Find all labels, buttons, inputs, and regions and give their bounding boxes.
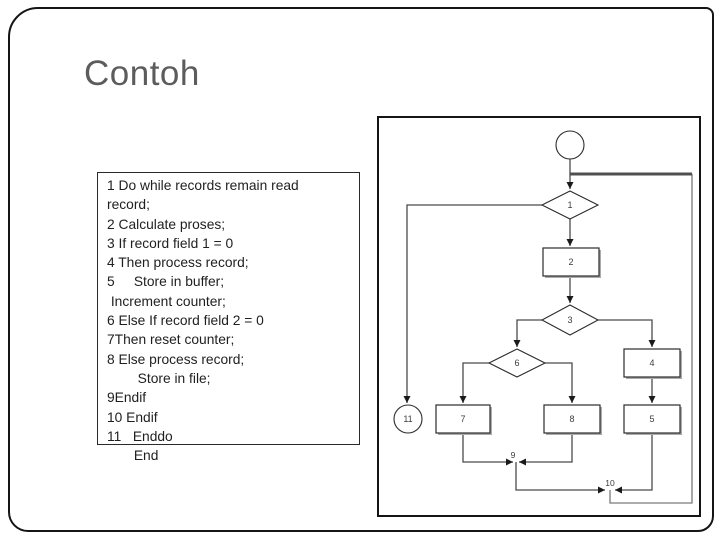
process-box (543, 404, 601, 434)
process-box (542, 247, 600, 277)
decision-diamond (540, 304, 600, 336)
flow-node-decision-3: 3 (540, 304, 600, 336)
flowchart-svg: 1 2 3 6 4 7 8 5 11 9 10 (393, 130, 693, 504)
arrowhead-icon (566, 296, 574, 303)
page-title: Contoh (84, 54, 200, 93)
process-box (623, 348, 681, 378)
node-label: 6 (514, 358, 519, 368)
pseudocode-line: Store in file; (107, 370, 211, 386)
flow-node-start (555, 130, 585, 160)
arrowhead-icon (519, 458, 526, 466)
arrowhead-icon (403, 396, 411, 403)
pseudocode-line: record; (107, 197, 150, 213)
pseudocode-box: 1 Do while records remain read record; 2 C… (97, 172, 360, 463)
terminal-circle (555, 130, 585, 160)
flow-edge-7-to-9 (462, 433, 513, 463)
node-label: 4 (649, 358, 654, 368)
arrowhead-icon (506, 458, 513, 466)
process-box (435, 404, 491, 434)
flow-node-process-8: 8 (543, 404, 602, 435)
node-label: 2 (568, 257, 573, 267)
pseudocode-line: 4 Then process record; (107, 255, 249, 271)
arrowhead-icon (648, 396, 656, 403)
node-label: 5 (649, 414, 654, 424)
pseudocode-line: 9Endif (107, 390, 147, 406)
pseudocode-line: 3 If record field 1 = 0 (107, 235, 234, 251)
flow-edge-6-to-8 (545, 362, 573, 403)
pseudocode-line: 11 Enddo (107, 428, 173, 444)
pseudocode-line: 2 Calculate proses; (107, 216, 226, 232)
decision-diamond (487, 348, 547, 378)
flow-node-process-5: 5 (623, 404, 682, 435)
arrowhead-icon (566, 239, 574, 246)
flow-edge-8-to-9 (519, 433, 573, 463)
node-label: 11 (403, 414, 412, 424)
flow-edge-10-loop-return (609, 174, 693, 504)
pseudocode-line: 1 Do while records remain read (107, 178, 299, 193)
arrowhead-icon (459, 396, 467, 403)
pseudocode-line: 10 Endif (107, 409, 158, 425)
flow-edge-9-to-10 (515, 462, 605, 491)
pseudocode-line: End (107, 448, 159, 464)
node-label: 3 (567, 315, 572, 325)
pseudocode-line: 7Then reset counter; (107, 332, 235, 348)
arrowhead-icon (648, 340, 656, 347)
flow-node-process-2: 2 (542, 247, 601, 278)
arrowhead-icon (513, 340, 521, 347)
flowchart-frame: 1 2 3 6 4 7 8 5 11 9 10 (377, 116, 701, 517)
arrowhead-icon (568, 396, 576, 403)
flow-node-decision-6: 6 (487, 348, 547, 378)
junction-label: 10 (605, 478, 615, 488)
flow-edge-6-to-7 (462, 362, 489, 403)
decision-diamond (540, 190, 600, 220)
pseudocode-line: Increment counter; (107, 293, 226, 309)
terminal-circle (393, 404, 423, 434)
flow-edge-1-to-11 (406, 204, 542, 403)
flow-node-process-7: 7 (435, 404, 492, 435)
flow-edge-3-to-6 (516, 319, 542, 347)
node-label: 7 (460, 414, 465, 424)
junction-label: 9 (511, 450, 516, 460)
flow-edge-3-to-4 (598, 319, 653, 347)
flow-node-process-4: 4 (623, 348, 682, 379)
node-label: 8 (569, 414, 574, 424)
process-box (623, 404, 681, 434)
arrowhead-icon (598, 486, 605, 494)
flow-node-decision-1: 1 (540, 190, 600, 220)
node-label: 1 (567, 200, 572, 210)
pseudocode-line: 5 Store in buffer; (107, 274, 225, 290)
arrowhead-icon (615, 486, 622, 494)
arrowhead-icon (566, 182, 574, 189)
flow-node-terminal-11: 11 (393, 404, 423, 434)
pseudocode-line: 8 Else process record; (107, 351, 245, 367)
pseudocode-line: 6 Else If record field 2 = 0 (107, 313, 264, 329)
flow-edge-5-to-10 (615, 433, 653, 491)
slide-border (8, 7, 714, 532)
